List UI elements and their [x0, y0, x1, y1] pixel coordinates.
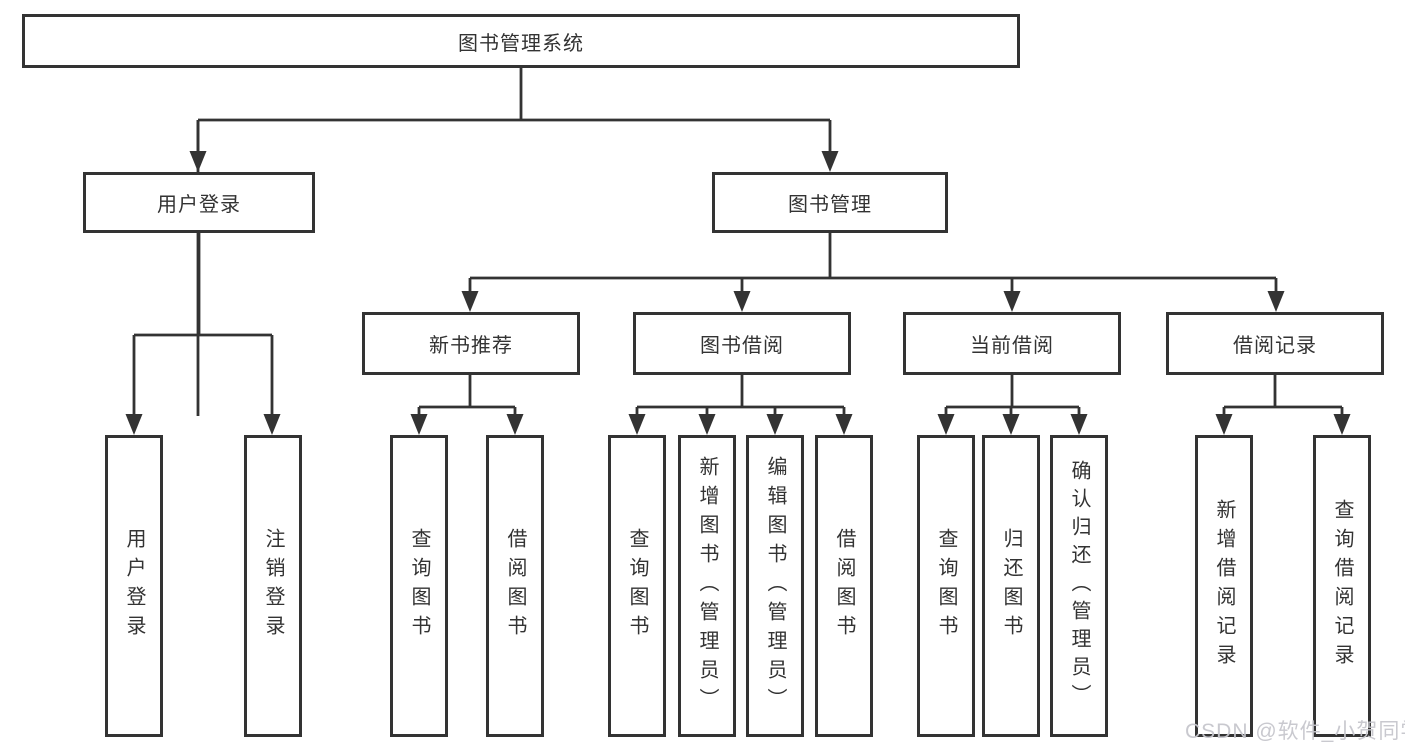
leaf-label: 用户登录: [123, 528, 145, 644]
leaf-query-books: 查询图书: [917, 435, 975, 737]
arrowhead: [733, 291, 751, 312]
arrowhead: [506, 414, 524, 435]
leaf-user-login: 用户登录: [105, 435, 163, 737]
node-new-book-recommend: 新书推荐: [362, 312, 580, 375]
leaf-label: 查询图书: [626, 528, 648, 644]
arrowhead: [821, 151, 839, 172]
csdn-watermark: CSDN @软件_小贺同学: [1185, 720, 1405, 743]
node-label: 新书推荐: [429, 335, 513, 357]
leaf-borrow-books: 借阅图书: [815, 435, 873, 737]
leaf-label: 新增图书（管理员）: [696, 455, 718, 717]
leaf-label: 归还图书: [1000, 528, 1022, 644]
node-label: 图书管理: [788, 194, 872, 216]
arrowheads: [125, 151, 1351, 435]
arrowhead: [628, 414, 646, 435]
node-label: 用户登录: [157, 194, 241, 216]
leaf-label: 编辑图书（管理员）: [764, 455, 786, 717]
leaf-query-books: 查询图书: [390, 435, 448, 737]
arrowhead: [1070, 414, 1088, 435]
node-current-borrow: 当前借阅: [903, 312, 1121, 375]
arrowhead: [1333, 414, 1351, 435]
node-label: 当前借阅: [970, 335, 1054, 357]
arrowhead: [461, 291, 479, 312]
arrowhead: [189, 151, 207, 172]
arrowhead: [263, 414, 281, 435]
leaf-label: 借阅图书: [833, 528, 855, 644]
leaf-edit-books-admin: 编辑图书（管理员）: [746, 435, 804, 737]
arrowhead: [125, 414, 143, 435]
node-label: 图书借阅: [700, 335, 784, 357]
node-book-borrow: 图书借阅: [633, 312, 851, 375]
leaf-query-books: 查询图书: [608, 435, 666, 737]
leaf-confirm-return-admin: 确认归还（管理员）: [1050, 435, 1108, 737]
leaf-label: 确认归还（管理员）: [1068, 460, 1090, 712]
arrowhead: [1003, 291, 1021, 312]
leaf-label: 查询图书: [935, 528, 957, 644]
leaf-logout: 注销登录: [244, 435, 302, 737]
leaf-label: 注销登录: [262, 528, 284, 644]
arrowhead: [1215, 414, 1233, 435]
leaf-label: 查询图书: [408, 528, 430, 644]
node-user-login: 用户登录: [83, 172, 315, 233]
leaf-return-books: 归还图书: [982, 435, 1040, 737]
leaf-label: 新增借阅记录: [1213, 499, 1235, 673]
leaf-label: 查询借阅记录: [1331, 499, 1353, 673]
leaf-borrow-books: 借阅图书: [486, 435, 544, 737]
leaf-query-borrow-record: 查询借阅记录: [1313, 435, 1371, 737]
leaf-add-books-admin: 新增图书（管理员）: [678, 435, 736, 737]
leaf-label: 借阅图书: [504, 528, 526, 644]
arrowhead: [1002, 414, 1020, 435]
arrowhead: [937, 414, 955, 435]
leaf-add-borrow-record: 新增借阅记录: [1195, 435, 1253, 737]
node-root-system: 图书管理系统: [22, 14, 1020, 68]
arrowhead: [698, 414, 716, 435]
arrowhead: [835, 414, 853, 435]
arrowhead: [766, 414, 784, 435]
node-borrow-records: 借阅记录: [1166, 312, 1384, 375]
node-label: 借阅记录: [1233, 335, 1317, 357]
node-book-management: 图书管理: [712, 172, 948, 233]
arrowhead: [1267, 291, 1285, 312]
arrowhead: [410, 414, 428, 435]
node-label: 图书管理系统: [458, 32, 584, 55]
